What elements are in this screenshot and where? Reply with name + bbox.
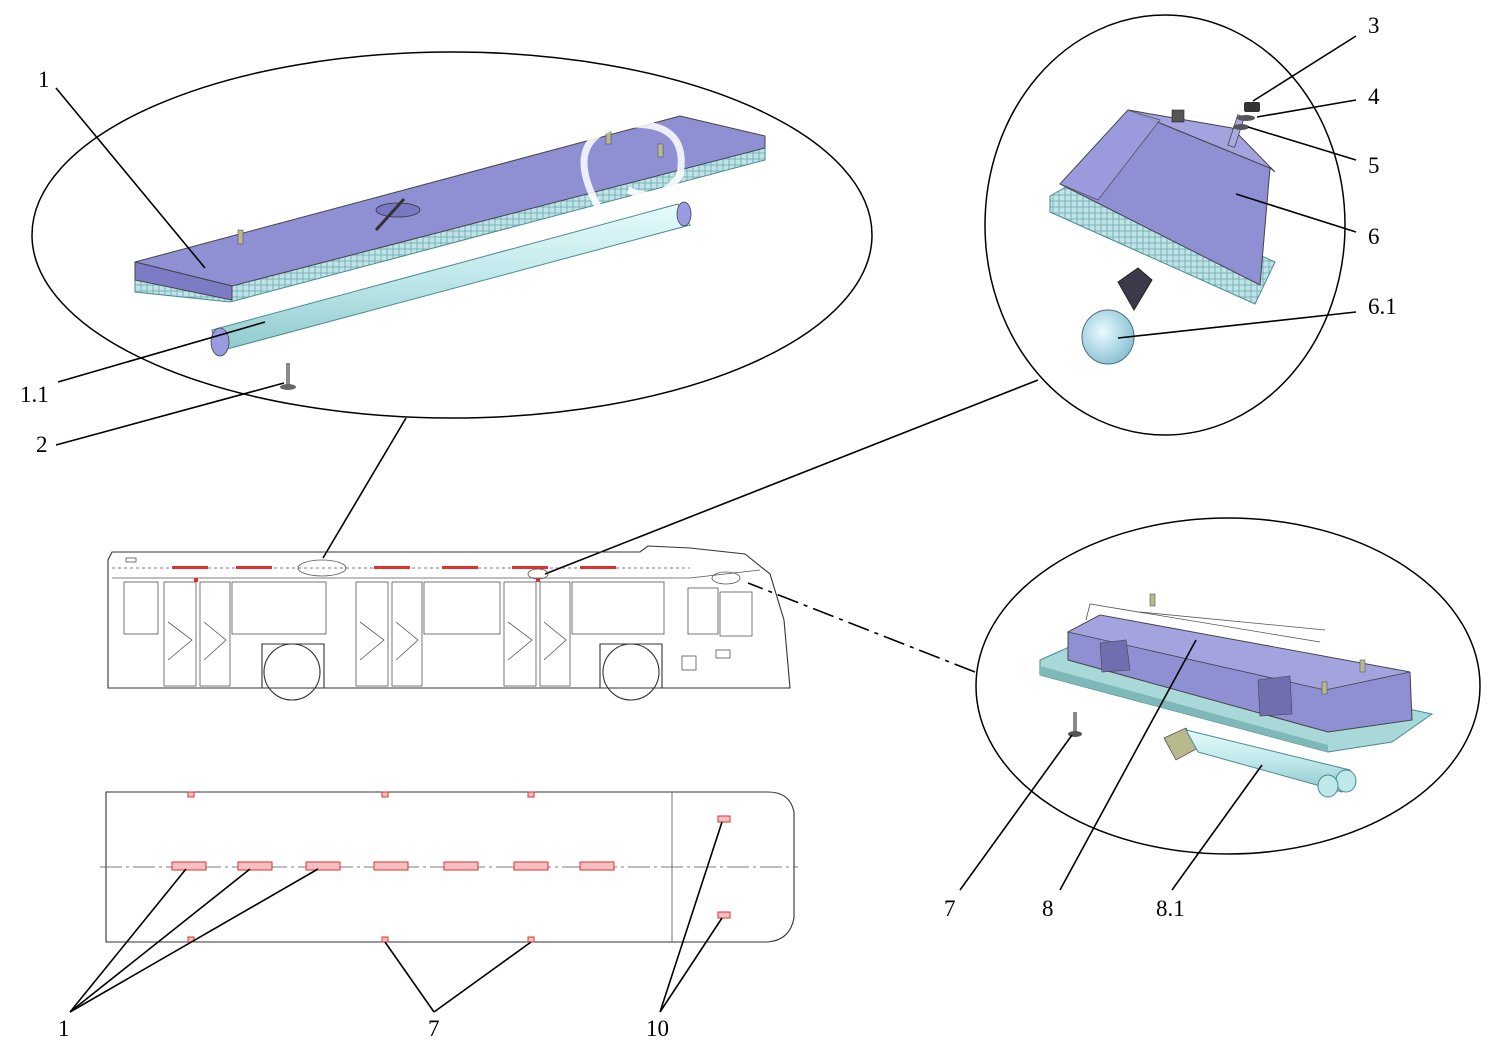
- callout-cab-lamp: 8: [1042, 896, 1054, 921]
- bus-front-wheel-arch: [261, 643, 325, 688]
- callout-washer: 4: [1368, 84, 1380, 109]
- bus-side-windows: [123, 581, 753, 637]
- callout-lamp-tube: 1.1: [20, 382, 49, 407]
- callout-spring-washer: 5: [1368, 153, 1380, 178]
- detail-cab-lamp: 7 8 8.1: [747, 517, 1481, 921]
- bus-side-highlight-cab: [711, 571, 741, 585]
- detail-ellipse-marker: [984, 14, 1346, 436]
- fastener-screw: [280, 363, 296, 390]
- callout-nut: 3: [1368, 13, 1380, 38]
- bus-side-outline: [107, 545, 791, 689]
- callout-plan-cab-lights: 10: [646, 1016, 669, 1041]
- bus-side-highlight-saloon: [297, 559, 347, 577]
- callout-cab-fastener: 7: [944, 896, 956, 921]
- watermark-outline: [580, 120, 685, 212]
- callout-plan-lamps: 1: [58, 1016, 70, 1041]
- callout-lamp-body: 6: [1368, 224, 1380, 249]
- cab-lamp-tube: [1163, 727, 1357, 798]
- cab-fastener: [1068, 712, 1082, 737]
- callout-cab-tube: 8.1: [1156, 896, 1185, 921]
- lamp-tube: [210, 201, 692, 357]
- detail-marker-lamp: 3 4 5 6 6.1: [544, 13, 1397, 575]
- callout-fastener: 2: [36, 432, 48, 457]
- lamp-housing-top: [134, 115, 766, 287]
- bus-rear-wheel-arch: [599, 643, 663, 688]
- bus-side-doors: [163, 581, 571, 687]
- bus-plan-view: 1 7 10: [58, 791, 798, 1041]
- detail-ellipse-cab: [975, 517, 1481, 855]
- bus-side-highlight-marker: [527, 568, 549, 580]
- spring-washer: [1233, 124, 1249, 130]
- callout-lamp-housing: 1: [38, 67, 50, 92]
- bus-plan-cab-lights: [717, 815, 731, 919]
- detail-ellipse-saloon: [31, 51, 873, 419]
- washer: [1237, 115, 1255, 121]
- bus-plan-outline: [105, 791, 795, 943]
- callout-plan-side-lights: 7: [428, 1016, 440, 1041]
- bus-side-roof-lights: [172, 566, 616, 582]
- detail-saloon-lamp: 1 1.1 2: [20, 51, 873, 559]
- callout-bulb: 6.1: [1368, 294, 1397, 319]
- nut: [1244, 102, 1260, 112]
- bus-side-view: [107, 545, 791, 701]
- bus-plan-roof-lamps: [171, 861, 615, 871]
